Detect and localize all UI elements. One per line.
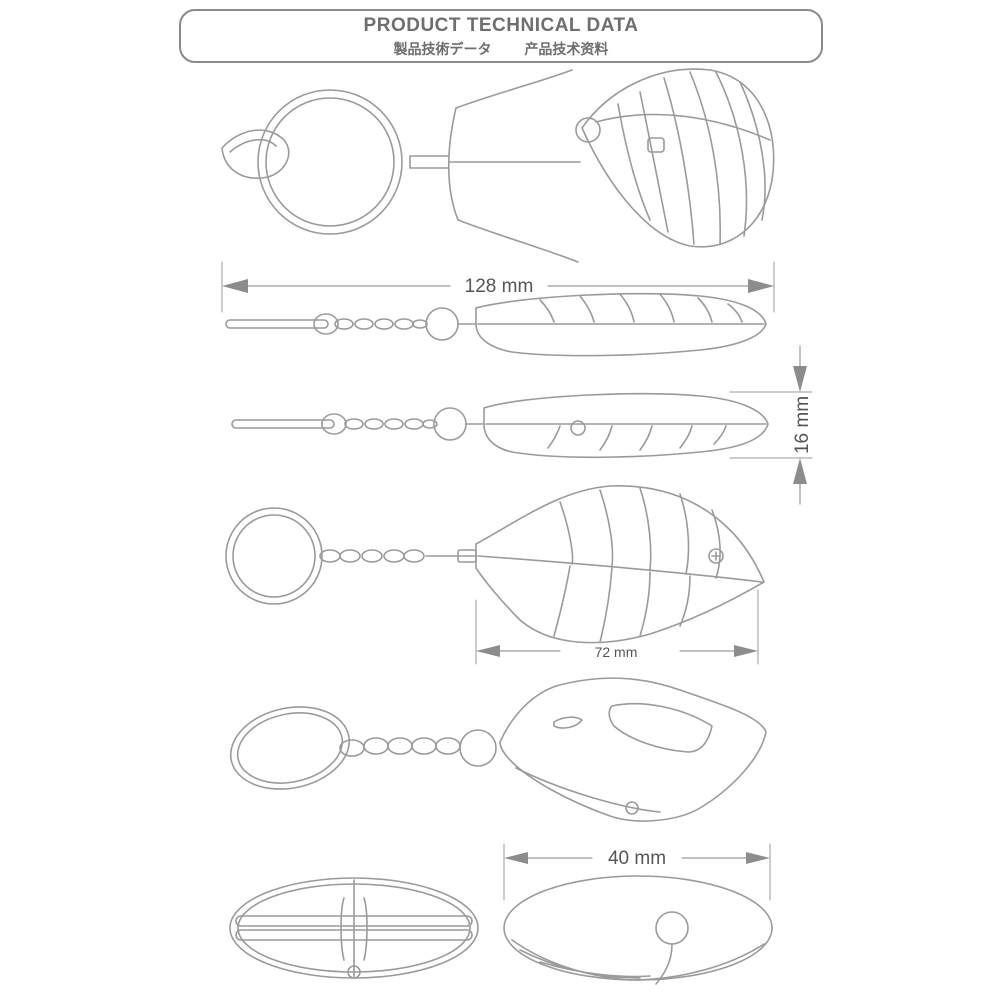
key-ring bbox=[257, 89, 403, 235]
closeup-view bbox=[221, 68, 775, 263]
dim-label-72: 72 mm bbox=[595, 644, 638, 660]
header-subtitle: 製品技術データ 产品技术资料 bbox=[181, 39, 821, 59]
arrow-left-72 bbox=[476, 645, 500, 657]
arrow-right-72 bbox=[734, 645, 758, 657]
header-title: PRODUCT TECHNICAL DATA bbox=[363, 15, 639, 36]
arrow-right bbox=[748, 279, 774, 293]
led-lens bbox=[575, 117, 601, 143]
body-profile bbox=[447, 69, 579, 263]
arrow-down bbox=[793, 366, 807, 392]
side-view-bottom bbox=[231, 392, 769, 459]
subtitle-chinese: 产品技术资料 bbox=[524, 42, 609, 58]
eye-detail bbox=[553, 716, 583, 729]
shell-outline bbox=[581, 68, 775, 248]
screw bbox=[647, 137, 665, 153]
arrow-up bbox=[793, 458, 807, 484]
body-persp bbox=[499, 677, 767, 822]
leaf-body bbox=[475, 485, 765, 644]
screw-top bbox=[708, 548, 724, 564]
strap-loop bbox=[221, 129, 290, 179]
perspective-view bbox=[229, 677, 767, 822]
arrow-right-40 bbox=[746, 852, 770, 864]
header-box: PRODUCT TECHNICAL DATA 製品技術データ 产品技术资料 bbox=[179, 9, 823, 63]
body-side bbox=[475, 292, 767, 357]
dim-16 bbox=[729, 345, 813, 505]
key-ring-top bbox=[225, 507, 323, 605]
dim-label-128: 128 mm bbox=[465, 276, 534, 297]
arrow-left-40 bbox=[504, 852, 528, 864]
dim-128 bbox=[221, 261, 775, 313]
top-view bbox=[225, 485, 765, 665]
button-recess bbox=[608, 703, 713, 753]
dim-40 bbox=[503, 843, 771, 901]
end-view-left bbox=[229, 877, 479, 979]
body-side-2 bbox=[483, 392, 769, 459]
arrow-left bbox=[222, 279, 248, 293]
dim-label-40: 40 mm bbox=[608, 848, 666, 869]
key-ring-persp bbox=[229, 706, 351, 790]
end-view-right bbox=[503, 875, 773, 985]
subtitle-japanese: 製品技術データ bbox=[393, 42, 492, 58]
dim-label-16: 16 mm bbox=[792, 396, 813, 454]
led-lens-end bbox=[655, 911, 689, 945]
side-view-top bbox=[225, 292, 767, 357]
connector-pin bbox=[409, 155, 449, 169]
